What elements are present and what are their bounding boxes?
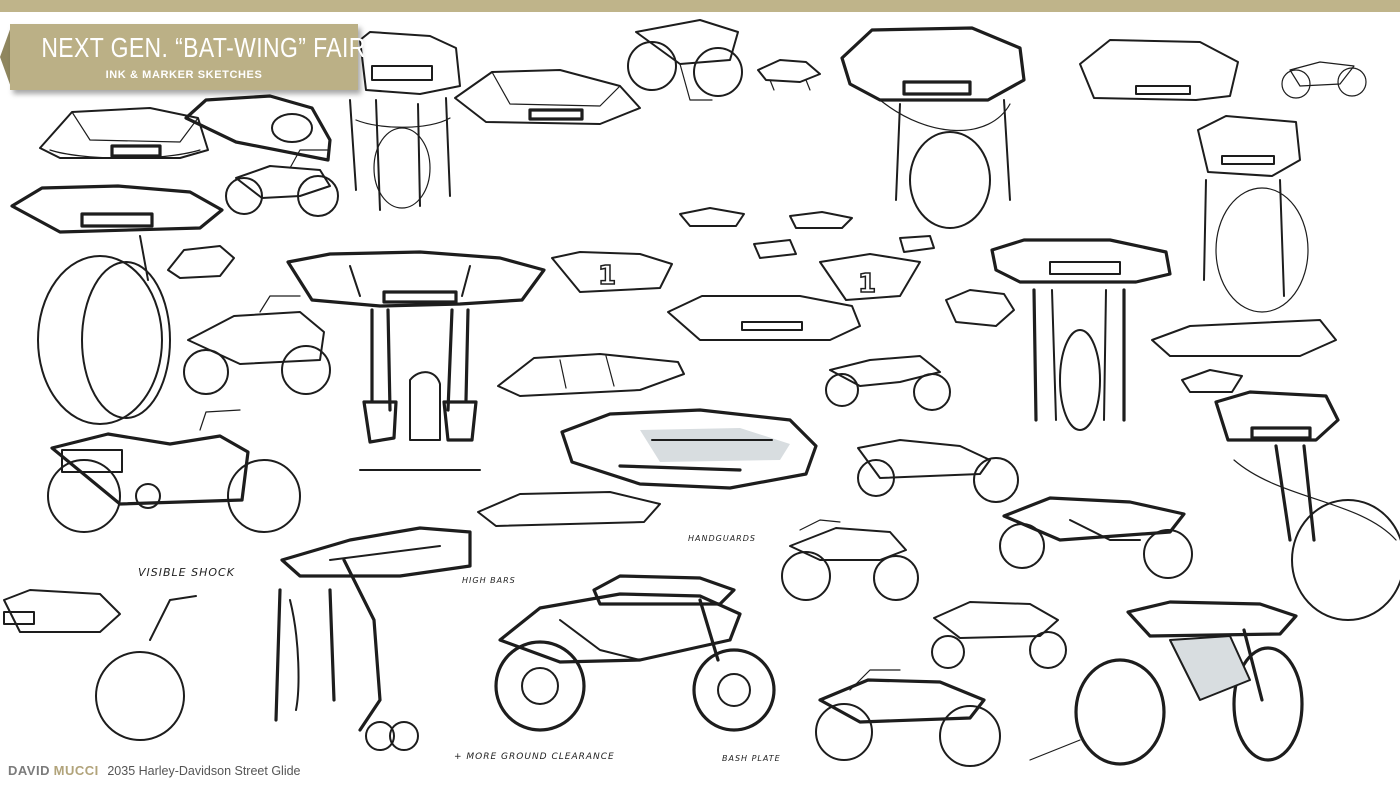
bike-profile-sketch-7 — [931, 601, 1067, 669]
bike-profile-sketch-6 — [781, 519, 919, 601]
annotation-bash-plate: BASH PLATE — [722, 754, 781, 763]
fairing-sketch-center-right — [667, 295, 861, 341]
bike-profile-sketch-4 — [857, 439, 1019, 503]
annotation-visible-shock: VISIBLE SHOCK — [138, 566, 235, 579]
fairing-sketch-left-large — [10, 184, 224, 425]
mini-fairing-sketch-1 — [757, 59, 821, 91]
bike-profile-sketch-8 — [815, 669, 1001, 767]
fairing-outline-sketch — [184, 94, 332, 162]
fairing-sketch-hero-marker — [560, 408, 818, 490]
svg-text:1: 1 — [598, 261, 616, 291]
title-card: NEXT GEN. “BAT-WING” FAIRING INK & MARKE… — [10, 24, 408, 90]
page-subtitle: INK & MARKER SKETCHES — [105, 69, 263, 81]
front-view-fairing-sketch-2 — [286, 250, 546, 471]
designer-credit: DAVID MUCCI 2035 Harley-Davidson Street … — [8, 763, 301, 783]
fairing-sketch-right-mid — [1197, 115, 1309, 313]
mirror-sketch-row: 1 1 — [551, 207, 935, 301]
front-view-fairing-sketch-1 — [349, 31, 461, 211]
fairing-sketch-hero-top — [840, 26, 1026, 229]
annotation-handguards: HANDGUARDS — [688, 534, 756, 543]
bike-front-view-right — [1214, 390, 1400, 621]
svg-text:1: 1 — [858, 269, 876, 299]
designer-first-name: DAVID — [8, 763, 50, 778]
annotation-high-bars: HIGH BARS — [462, 576, 516, 585]
project-description: 2035 Harley-Davidson Street Glide — [107, 764, 301, 778]
fairing-sketch-wing-2 — [477, 491, 661, 527]
bike-left-front-sketch — [3, 589, 197, 741]
small-bike-sketch-1 — [225, 149, 339, 217]
small-bike-sketch-2 — [627, 19, 743, 101]
page-title: NEXT GEN. “BAT-WING” FAIRING — [41, 32, 408, 63]
front-view-fairing-sketch-3 — [990, 238, 1172, 431]
bike-profile-sketch-2 — [825, 355, 951, 411]
fairing-sketch-top-center — [454, 69, 641, 125]
mini-pod-sketch — [167, 245, 235, 279]
top-accent-band — [0, 0, 1400, 12]
front-view-fairing-sketch-4 — [274, 526, 472, 751]
mini-fairing-sketch-2 — [945, 289, 1015, 327]
fairing-sketch-wing-1 — [497, 353, 685, 397]
title-card-fold — [0, 24, 12, 90]
bike-profile-sketch-5 — [999, 496, 1193, 579]
designer-last-name: MUCCI — [53, 763, 99, 778]
bike-profile-sketch-hero-2 — [1029, 600, 1304, 766]
bike-profile-sketch-3 — [47, 409, 301, 533]
small-bike-sketch-3 — [1281, 61, 1367, 99]
bike-profile-sketch-1 — [183, 295, 331, 395]
fairing-sketch-right-lower — [1151, 319, 1337, 393]
fairing-sketch-top-left — [39, 107, 209, 159]
bike-profile-sketch-hero — [494, 574, 776, 732]
annotation-more-ground-clearance: + MORE GROUND CLEARANCE — [454, 752, 615, 762]
fairing-sketch-top-right — [1079, 39, 1239, 101]
